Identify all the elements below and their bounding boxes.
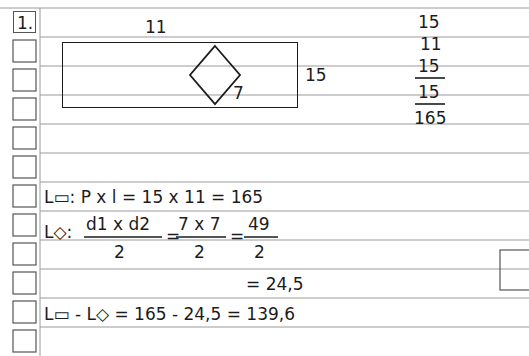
side-calculation: 15 [418, 82, 440, 102]
formula-text: 2 [194, 242, 205, 262]
formula-text: 49 [248, 214, 270, 234]
formula-text: d1 x d2 [86, 214, 150, 234]
dimension-label: 11 [145, 17, 167, 37]
formula-text: = [230, 226, 244, 246]
dimension-label: 15 [305, 65, 327, 85]
formula-text: L◇: [44, 222, 72, 242]
formula-text: L▭ - L◇ = 165 - 24,5 = 139,6 [44, 304, 295, 324]
side-calculation: 15 [418, 56, 440, 76]
margin-box: 1. [13, 11, 36, 33]
dimension-label: 7 [233, 83, 244, 103]
exercise-number: 1. [17, 13, 33, 33]
formula-text: 2 [254, 242, 265, 262]
formula-text: 2 [114, 242, 125, 262]
formula-text: = 24,5 [246, 274, 304, 294]
formula-text: L▭: P x l = 15 x 11 = 165 [44, 187, 263, 207]
formula-text: 7 x 7 [178, 214, 221, 234]
rectangle-figure: 11157 [62, 42, 298, 108]
side-calculation: 15 [418, 12, 440, 32]
rhombus-figure: 7 [189, 45, 241, 105]
side-calculation: 11 [420, 34, 442, 54]
side-calculation: 165 [414, 108, 446, 128]
